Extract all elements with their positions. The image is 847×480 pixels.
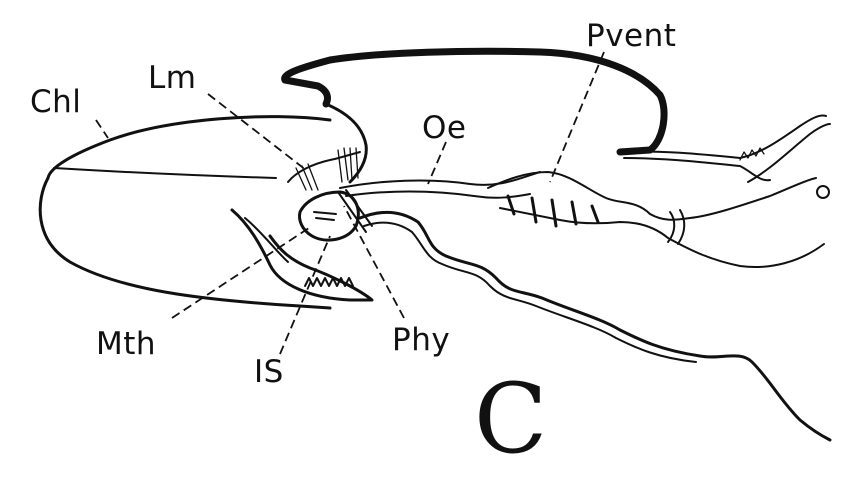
leader-oe: [427, 141, 447, 185]
label-lm: Lm: [148, 60, 196, 96]
label-oe: Oe: [422, 110, 466, 146]
label-pvent: Pvent: [586, 18, 676, 54]
labrum: [281, 47, 668, 191]
leader-phy: [343, 205, 405, 319]
body-dorsal-outline: [619, 114, 831, 183]
label-chl: Chl: [30, 84, 81, 120]
label-mth: Mth: [96, 326, 156, 362]
leader-is: [279, 235, 331, 355]
pharynx: [298, 189, 373, 242]
leader-lm: [207, 93, 307, 171]
ventriculus-muscle-bands: [506, 194, 600, 228]
body-ventral-outline: [358, 211, 832, 442]
label-phy: Phy: [392, 322, 450, 358]
spiracle-circle: [816, 185, 830, 199]
leader-lines: [95, 51, 605, 355]
oesophagus: [339, 171, 541, 199]
labels: Chl Lm Oe Pvent Mth IS Phy C: [30, 18, 676, 475]
leader-chl: [95, 119, 109, 139]
leader-pvent: [549, 51, 605, 183]
labrum-muscle-striations: [295, 147, 359, 191]
ventriculus: [487, 171, 825, 268]
label-is: IS: [254, 354, 284, 390]
chelicera: [38, 115, 374, 310]
panel-letter: C: [474, 363, 547, 475]
fang-teeth: [304, 277, 354, 287]
